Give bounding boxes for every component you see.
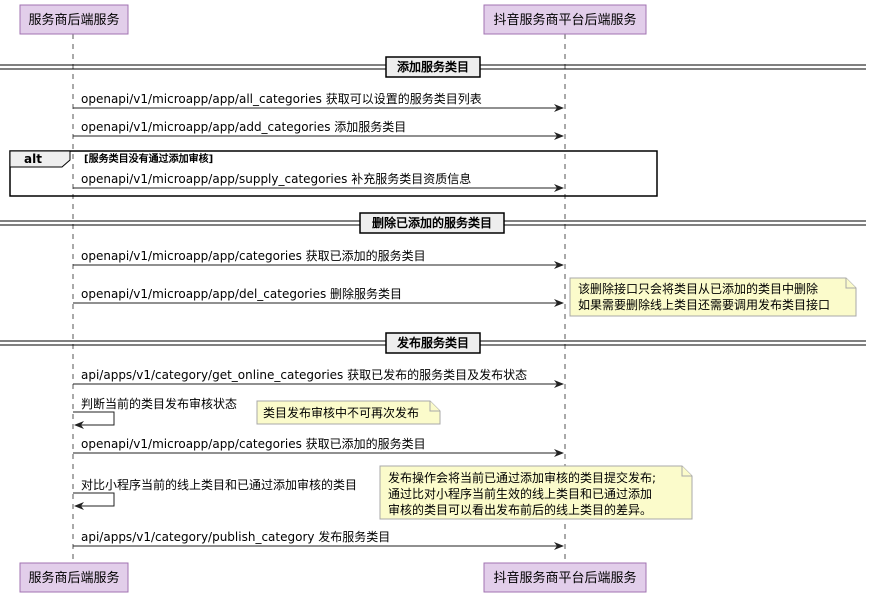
note-line: 审核的类目可以看出发布前后的线上类目的差异。 (388, 502, 652, 517)
message-supply-categories: openapi/v1/microapp/app/supply_categorie… (73, 171, 564, 192)
note-line: 类目发布审核中不可再次发布 (263, 405, 419, 420)
divider-label: 添加服务类目 (397, 59, 469, 74)
message-publish-category: api/apps/v1/category/publish_category 发布… (73, 529, 564, 550)
participant-label: 服务商后端服务 (28, 570, 119, 586)
message-label: api/apps/v1/category/publish_category 发布… (81, 529, 390, 544)
message-label: openapi/v1/microapp/app/all_categories 获… (81, 91, 482, 106)
alt-condition: [服务类目没有通过添加审核] (84, 152, 213, 165)
message-label: 判断当前的类目发布审核状态 (81, 396, 237, 411)
participant-service-provider-bottom: 服务商后端服务 (19, 562, 129, 593)
message-del-categories: openapi/v1/microapp/app/del_categories 删… (73, 286, 564, 307)
divider-delete-categories: 删除已添加的服务类目 (0, 212, 866, 234)
message-label: openapi/v1/microapp/app/categories 获取已添加… (81, 436, 426, 451)
participant-label: 服务商后端服务 (28, 12, 119, 28)
participant-douyin-platform-bottom: 抖音服务商平台后端服务 (483, 562, 647, 593)
note-delete: 该删除接口只会将类目从已添加的类目中删除 如果需要删除线上类目还需要调用发布类目… (569, 277, 857, 317)
note-line: 如果需要删除线上类目还需要调用发布类目接口 (578, 297, 830, 312)
divider-add-categories: 添加服务类目 (0, 56, 866, 78)
message-get-online-categories: api/apps/v1/category/get_online_categori… (73, 367, 564, 388)
note-review-pending: 类目发布审核中不可再次发布 (256, 400, 441, 425)
message-label: openapi/v1/microapp/app/categories 获取已添加… (81, 248, 426, 263)
message-all-categories: openapi/v1/microapp/app/all_categories 获… (73, 91, 564, 112)
note-line: 通过比对小程序当前生效的线上类目和已通过添加 (388, 486, 652, 501)
note-publish: 发布操作会将当前已通过添加审核的类目提交发布; 通过比对小程序当前生效的线上类目… (379, 465, 693, 520)
self-message-compare: 对比小程序当前的线上类目和已通过添加审核的类目 (73, 477, 357, 510)
participant-label: 抖音服务商平台后端服务 (493, 570, 636, 586)
participant-label: 抖音服务商平台后端服务 (493, 12, 636, 28)
message-label: 对比小程序当前的线上类目和已通过添加审核的类目 (81, 477, 357, 492)
alt-frame: alt [服务类目没有通过添加审核] (9, 150, 658, 197)
note-line: 该删除接口只会将类目从已添加的类目中删除 (578, 281, 818, 296)
participant-douyin-platform-top: 抖音服务商平台后端服务 (483, 4, 647, 35)
message-label: openapi/v1/microapp/app/del_categories 删… (81, 286, 402, 301)
message-label: openapi/v1/microapp/app/add_categories 添… (81, 119, 406, 134)
alt-label: alt (24, 152, 42, 166)
divider-publish-categories: 发布服务类目 (0, 332, 866, 354)
message-add-categories: openapi/v1/microapp/app/add_categories 添… (73, 119, 564, 140)
divider-label: 删除已添加的服务类目 (372, 215, 492, 230)
message-get-categories: openapi/v1/microapp/app/categories 获取已添加… (73, 248, 564, 269)
self-message-check-status: 判断当前的类目发布审核状态 (73, 396, 237, 429)
divider-label: 发布服务类目 (396, 335, 469, 350)
message-get-categories-again: openapi/v1/microapp/app/categories 获取已添加… (73, 436, 564, 457)
message-label: openapi/v1/microapp/app/supply_categorie… (81, 171, 471, 186)
message-label: api/apps/v1/category/get_online_categori… (81, 367, 527, 382)
note-line: 发布操作会将当前已通过添加审核的类目提交发布; (388, 470, 656, 485)
participant-service-provider-top: 服务商后端服务 (19, 4, 129, 35)
